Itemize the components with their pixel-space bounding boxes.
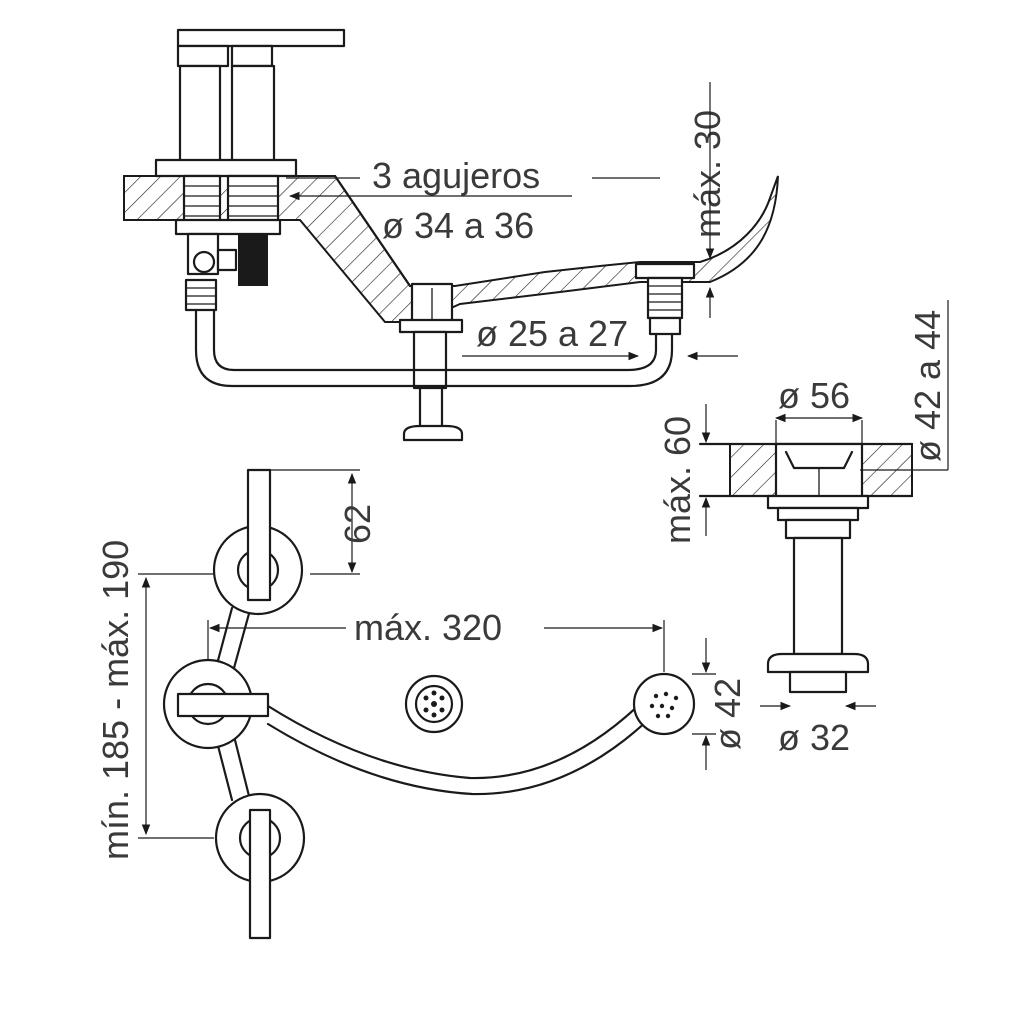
spray-fitting <box>634 262 696 336</box>
span-max-label: máx. 320 <box>354 607 502 648</box>
flex-hose <box>194 308 674 388</box>
handle-spacing-label: 62 <box>337 504 378 544</box>
flange-diameter-label: ø 56 <box>778 375 850 416</box>
spout-center <box>162 658 270 750</box>
drain-diameter-label: ø 25 a 27 <box>476 313 628 354</box>
top-plan-view: 62 máx. 320 mín. 185 - máx. 190 ø 42 <box>95 468 748 940</box>
spray-head-diameter-label: ø 42 <box>707 678 748 750</box>
spacing-range-label: mín. 185 - máx. 190 <box>95 540 136 860</box>
max-top-label: máx. 30 <box>687 110 728 238</box>
spray-detail-view: ø 56 ø 42 a 44 máx. 60 ø 32 <box>657 300 949 758</box>
max-deck-label: máx. 60 <box>657 416 698 544</box>
handle-top <box>212 468 304 616</box>
hole-diameter-label: ø 34 a 36 <box>382 205 534 246</box>
side-section-view: 3 agujeros ø 34 a 36 ø 25 a 27 máx. 30 <box>123 28 779 442</box>
holes-label: 3 agujeros <box>372 155 540 196</box>
stem-diameter-label: ø 32 <box>778 717 850 758</box>
spray-head-icon <box>632 672 696 736</box>
drain-grate-icon <box>404 674 464 734</box>
drain-assembly <box>398 282 464 442</box>
spray-hole-diameter-label: ø 42 a 44 <box>907 310 948 462</box>
mixer-valves <box>154 28 346 312</box>
plan-hose <box>266 702 642 780</box>
handle-bottom <box>214 792 306 940</box>
